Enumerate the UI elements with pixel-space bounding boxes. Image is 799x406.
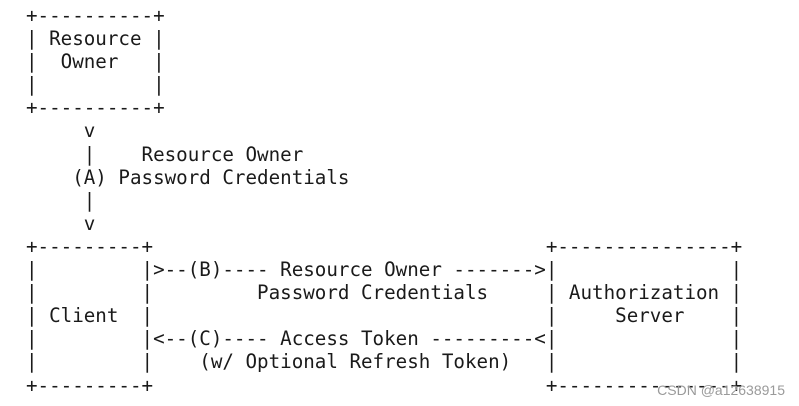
resource-owner-box-bottom: +----------+ (26, 96, 165, 120)
flow-a-connector: | (26, 188, 96, 212)
oauth-password-flow-diagram: +----------+| Resource || Owner || |+---… (26, 4, 742, 397)
resource-owner-box-label-line-1: | Resource | (26, 27, 165, 51)
resource-owner-box-empty-line: | | (26, 73, 165, 97)
client-and-server-box-tops: +---------+ +---------------+ (26, 234, 743, 258)
flow-a-arrow-tail: v (26, 211, 96, 235)
client-label-and-server-label: | Client | | Server | (26, 304, 743, 328)
flow-a-label-line-1: | Resource Owner (26, 142, 304, 166)
client-and-server-box-bottoms: +---------+ +---------------+ (26, 373, 743, 397)
csdn-watermark: CSDN @a12638915 (657, 382, 785, 398)
flow-c-arrow: | |<--(C)---- Access Token ---------<| | (26, 327, 743, 351)
resource-owner-box-label-line-2: | Owner | (26, 50, 165, 74)
flow-a-label-line-2: (A) Password Credentials (26, 165, 350, 189)
flow-a-arrow-head: v (26, 119, 96, 143)
flow-b-arrow: | |>--(B)---- Resource Owner ------->| | (26, 258, 743, 282)
flow-c-label: | | (w/ Optional Refresh Token) | | (26, 350, 743, 374)
flow-b-label-and-server-label: | | Password Credentials | Authorization… (26, 281, 743, 305)
resource-owner-box-top: +----------+ (26, 4, 165, 27)
